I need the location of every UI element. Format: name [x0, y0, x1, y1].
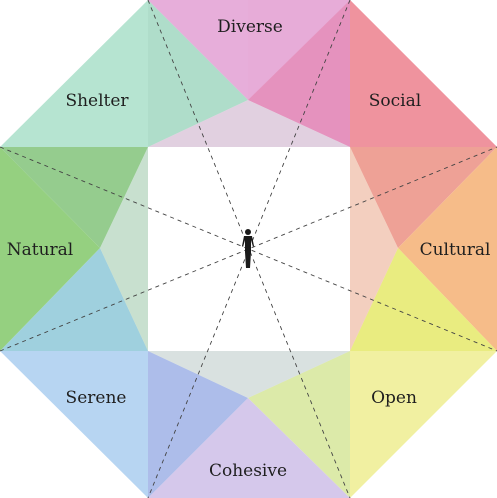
- sector-natural: [0, 147, 100, 351]
- sector-open-diag-a: [350, 248, 497, 351]
- sector-cultural-tri: [398, 147, 497, 351]
- sector-cohesive-tri: [148, 398, 350, 498]
- inner-wedge-top: [148, 100, 350, 147]
- sector-social: [248, 0, 497, 248]
- label-cultural: Cultural: [420, 240, 491, 260]
- label-diverse: Diverse: [217, 17, 283, 37]
- inner-wedge-left: [100, 147, 148, 351]
- label-natural: Natural: [7, 240, 74, 260]
- radial-line-4: [0, 146, 497, 352]
- label-cohesive: Cohesive: [209, 461, 287, 481]
- sector-open-diag-b: [248, 351, 350, 498]
- sector-social-diag-a: [248, 0, 350, 147]
- label-shelter: Shelter: [65, 91, 129, 111]
- sector-open: [248, 248, 497, 498]
- label-open: Open: [371, 388, 417, 408]
- label-social: Social: [369, 91, 421, 111]
- sector-social-diag-b: [350, 147, 497, 248]
- radial-line-3: [0, 146, 497, 352]
- sector-serene-diag-a: [148, 351, 248, 498]
- human-figure-icon: [242, 229, 254, 268]
- sector-cultural: [398, 147, 497, 351]
- sector-social-outer: [350, 0, 497, 147]
- sector-natural-tri: [0, 147, 100, 351]
- sector-shelter: [0, 0, 248, 248]
- sector-open-square: [350, 351, 497, 498]
- sector-serene-square: [0, 351, 148, 498]
- sector-serene: [0, 248, 248, 498]
- inner-wedge-right: [350, 147, 398, 351]
- sector-serene-diag-b: [0, 248, 148, 351]
- inner-wedge-bottom: [148, 351, 350, 398]
- sector-cohesive: [148, 398, 350, 498]
- radial-line-2: [147, 0, 351, 498]
- sector-diverse-tri: [148, 0, 350, 100]
- sector-shelter-diag-b: [0, 147, 148, 248]
- sector-shelter-diag-a: [148, 0, 248, 147]
- sector-shelter-square: [0, 0, 148, 147]
- label-serene: Serene: [66, 388, 127, 408]
- inner-ring: [100, 100, 398, 398]
- radial-line-1: [147, 0, 351, 498]
